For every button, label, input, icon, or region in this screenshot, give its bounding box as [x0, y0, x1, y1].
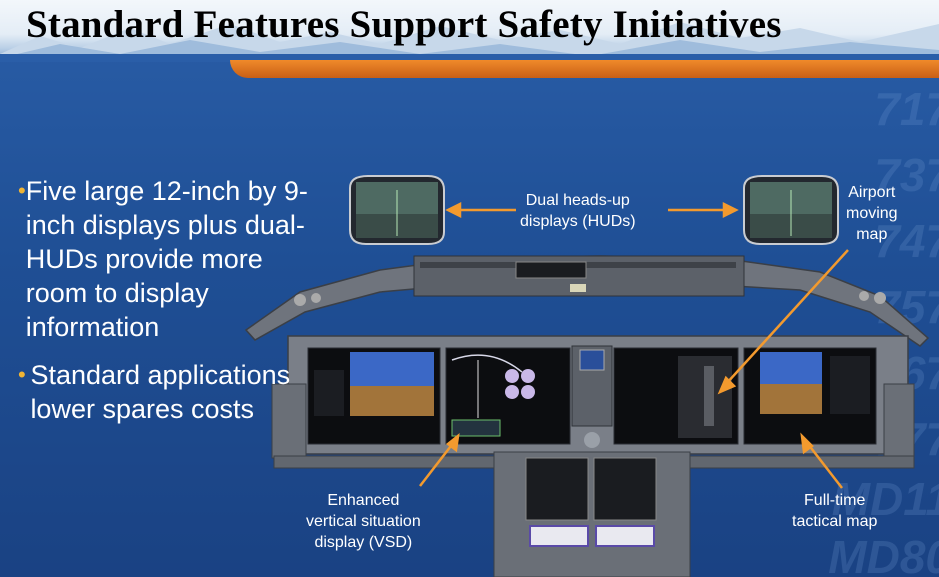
hud-left: [349, 175, 445, 245]
display-pfd-left: [307, 347, 441, 445]
bullet-text: Five large 12-inch by 9-inch displays pl…: [25, 176, 308, 342]
watermark-model: 747: [874, 215, 939, 267]
bullet-text: Standard applications lower spares costs: [30, 360, 291, 424]
bullet-item: • Five large 12-inch by 9-inch displays …: [18, 174, 308, 344]
center-pedestal: [493, 451, 691, 577]
watermark-model: MD80: [828, 531, 939, 577]
display-airport-map: [613, 347, 739, 445]
header-stripe-blue: [0, 54, 939, 62]
bullet-list: • Five large 12-inch by 9-inch displays …: [18, 174, 308, 440]
bullet-dot-icon: •: [18, 362, 26, 387]
display-pfd-right: [743, 347, 877, 445]
header-stripe-orange: [230, 60, 939, 78]
watermark-model: 717: [874, 83, 939, 135]
watermark-model: MD11: [831, 473, 939, 525]
callout-airport-map: Airport moving map: [846, 184, 898, 243]
page-title: Standard Features Support Safety Initiat…: [26, 3, 782, 46]
display-nd-vsd: [445, 347, 571, 445]
callout-arrows: [419, 201, 849, 489]
callout-vsd: Enhanced vertical situation display (VSD…: [306, 492, 421, 551]
standby-instruments: [571, 345, 613, 448]
callout-huds: Dual heads-up displays (HUDs): [520, 192, 636, 230]
hud-right: [743, 175, 839, 245]
bullet-item: • Standard applications lower spares cos…: [18, 358, 308, 426]
watermark-model: 737: [874, 149, 939, 201]
callout-tactical-map: Full-time tactical map: [792, 492, 878, 530]
bullet-dot-icon: •: [18, 178, 26, 203]
